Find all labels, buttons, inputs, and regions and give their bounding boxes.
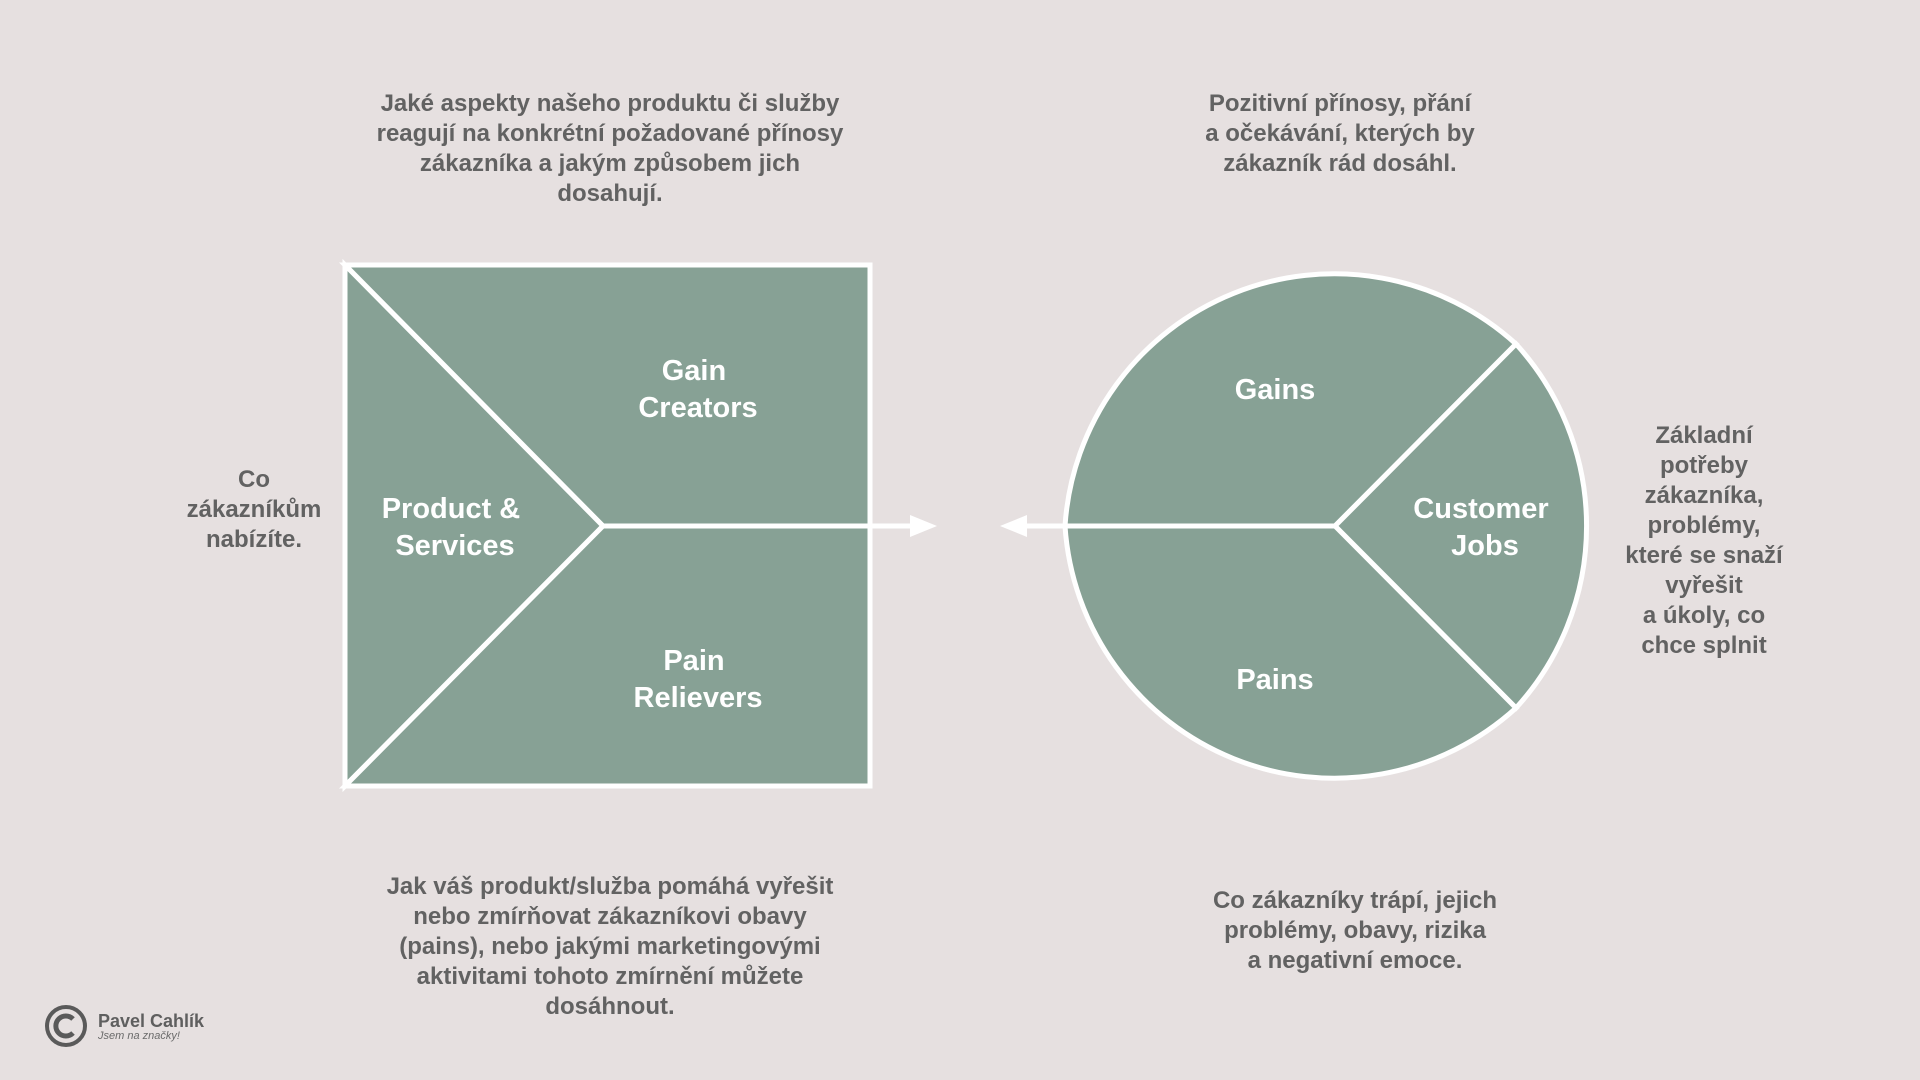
- label-customer-jobs-line-2: Jobs: [1451, 530, 1519, 562]
- arrow-left-head-icon: [1000, 515, 1027, 537]
- label-products-services-line-1: Product &: [382, 493, 521, 525]
- logo-tagline: Jsem na značky!: [98, 1030, 180, 1042]
- label-gain-creators: Gain Creators: [638, 355, 757, 424]
- label-customer-jobs: Customer Jobs: [1413, 493, 1556, 562]
- segment-pains: [1062, 523, 1520, 781]
- segment-customer-jobs: [1331, 340, 1590, 712]
- value-map: Gain Creators Product & Services Pain Re…: [338, 258, 873, 793]
- label-products-services: Product & Services: [382, 493, 529, 562]
- label-customer-jobs-line-1: Customer: [1413, 493, 1548, 525]
- fit-arrows: [870, 515, 1065, 537]
- customer-profile: Gains Customer Jobs Pains: [1062, 271, 1590, 781]
- label-pains: Pains: [1236, 664, 1313, 696]
- note-pains: Co zákazníky trápí, jejich problémy, oba…: [1212, 887, 1498, 974]
- note-pain-relievers: Jak váš produkt/služba pomáhá vyřešit ne…: [386, 873, 834, 1020]
- copyright-c-icon: [45, 1005, 87, 1047]
- label-products-services-line-2: Services: [395, 530, 514, 562]
- label-gains: Gains: [1235, 374, 1316, 406]
- note-customer-jobs: Základní potřeby zákazníka, problémy, kt…: [1625, 422, 1783, 659]
- label-gain-creators-line-2: Creators: [638, 392, 757, 424]
- brand-logo: Pavel Cahlík Jsem na značky!: [44, 1004, 284, 1050]
- label-pain-relievers-line-2: Relievers: [634, 682, 763, 714]
- note-products-services: Co zákazníkům nabízíte.: [186, 466, 322, 553]
- label-pain-relievers: Pain Relievers: [634, 645, 763, 714]
- note-gain-creators: Jaké aspekty našeho produktu či služby r…: [376, 90, 844, 207]
- arrow-right-head-icon: [910, 515, 937, 537]
- note-gains: Pozitivní přínosy, přání a očekávání, kt…: [1205, 90, 1475, 177]
- label-pain-relievers-line-1: Pain: [663, 645, 724, 677]
- segment-gains: [1062, 271, 1520, 529]
- logo-name: Pavel Cahlík: [98, 1011, 205, 1031]
- label-gain-creators-line-1: Gain: [662, 355, 726, 387]
